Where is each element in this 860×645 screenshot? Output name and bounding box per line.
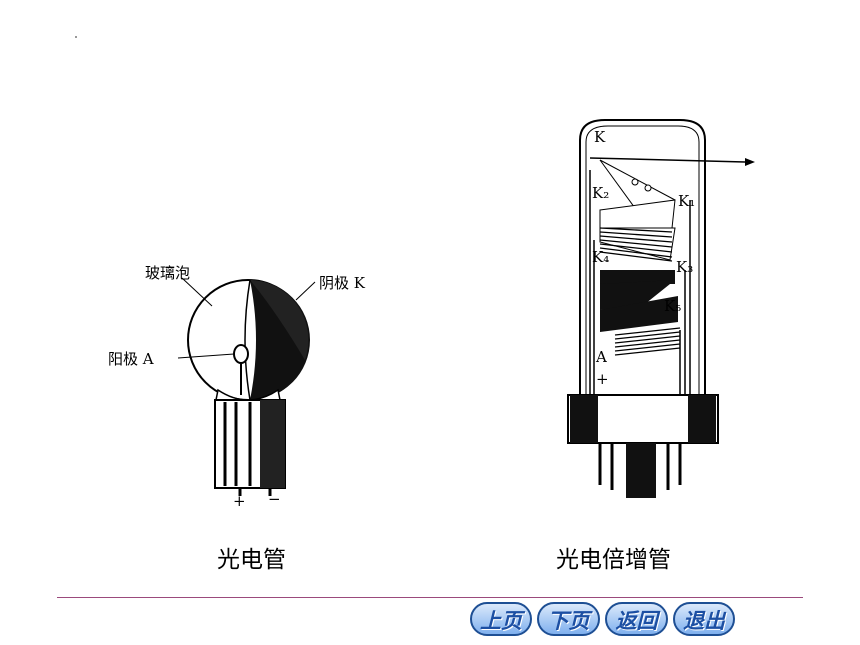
footer-divider	[57, 597, 803, 598]
anode	[233, 344, 249, 364]
label-k2: K₂	[592, 184, 610, 202]
label-k5: K₅	[664, 297, 682, 315]
exit-button[interactable]: 退出	[673, 602, 735, 636]
phototube-illustration	[177, 277, 316, 496]
label-plus-right: +	[596, 370, 609, 388]
next-page-button[interactable]: 下页	[537, 602, 600, 636]
label-glass-bulb: 玻璃泡	[145, 264, 191, 282]
label-cathode: 阴极 K	[319, 274, 365, 292]
stray-dot	[75, 36, 77, 38]
label-k4: K₄	[592, 248, 610, 266]
label-k: K	[594, 128, 606, 146]
label-plus: +	[233, 492, 246, 510]
label-a: A	[596, 348, 607, 366]
label-k1: K₁	[678, 192, 696, 210]
caption-phototube: 光电管	[217, 547, 286, 573]
label-anode: 阳极 A	[108, 350, 154, 368]
prev-page-button[interactable]: 上页	[470, 602, 532, 636]
caption-photomultiplier: 光电倍增管	[556, 547, 671, 573]
back-button[interactable]: 返回	[605, 602, 668, 636]
label-k3: K₃	[676, 258, 694, 276]
tube-envelope	[579, 119, 706, 395]
label-minus: −	[268, 490, 281, 508]
photomultiplier-illustration	[567, 119, 755, 498]
